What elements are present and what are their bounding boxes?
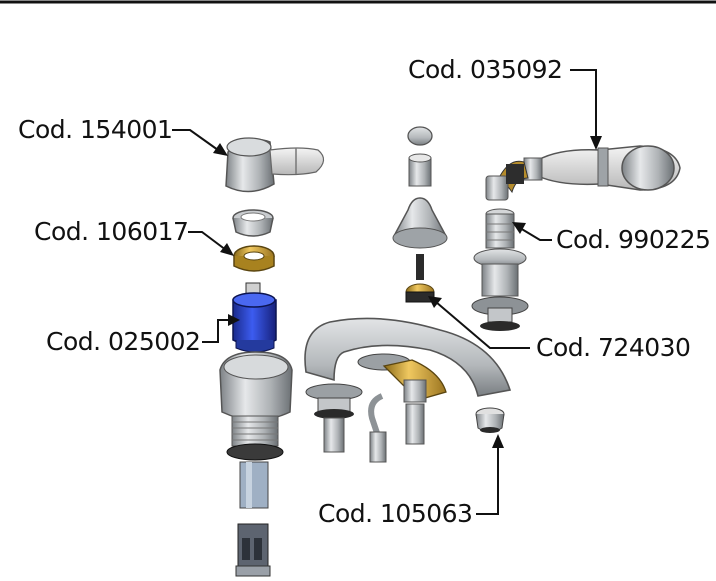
- leader-990225: [519, 227, 552, 241]
- label-154001: Cod. 154001: [18, 115, 173, 144]
- hose-elbow: [485, 160, 529, 201]
- ring-106017-chrome: [232, 209, 274, 237]
- leader-724030: [435, 301, 530, 349]
- cap-middle: [407, 126, 433, 146]
- label-025002: Cod. 025002: [46, 327, 201, 356]
- hose-guide-990225: [471, 208, 529, 331]
- arrow-724030: [428, 296, 442, 308]
- leader-lines: [172, 69, 602, 515]
- arrow-025002: [228, 314, 240, 326]
- nut-106017-brass: [233, 245, 275, 272]
- label-990225: Cod. 990225: [556, 225, 711, 254]
- escutcheon-middle: [392, 197, 448, 249]
- label-035092: Cod. 035092: [408, 55, 563, 84]
- label-106017: Cod. 106017: [34, 217, 189, 246]
- arrow-105063: [492, 434, 504, 448]
- label-105063: Cod. 105063: [318, 499, 473, 528]
- stem-middle: [408, 153, 432, 187]
- leader-105063: [476, 444, 499, 515]
- arrow-990225: [512, 222, 526, 234]
- arrow-035092: [590, 136, 602, 150]
- leader-106017: [188, 231, 227, 251]
- valve-body-left: [219, 351, 293, 577]
- label-724030: Cod. 724030: [536, 333, 691, 362]
- arrow-154001: [213, 143, 228, 156]
- arrow-106017: [220, 243, 234, 256]
- spout-body: [304, 317, 512, 463]
- shower-handset-035092: [523, 145, 681, 191]
- leader-035092: [570, 69, 597, 140]
- handle-154001: [225, 137, 325, 193]
- diverter-724030: [405, 254, 435, 303]
- leader-154001: [172, 129, 219, 151]
- leader-025002: [202, 319, 230, 343]
- aerator-105063: [475, 407, 505, 433]
- cartridge-025002: [232, 282, 277, 353]
